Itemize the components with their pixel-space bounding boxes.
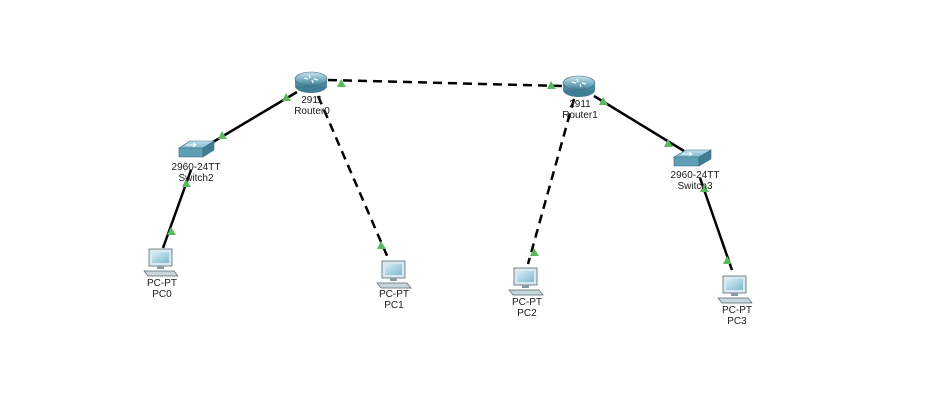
switch2-name: Switch2 <box>178 173 213 184</box>
switch3-model: 2960-24TT <box>671 170 720 181</box>
port-up-indicator <box>723 256 732 264</box>
pc3-model: PC-PT <box>722 305 752 316</box>
pc1-model: PC-PT <box>379 289 409 300</box>
router1[interactable]: 2911 Router1 <box>562 75 598 121</box>
link-router0-pc1[interactable] <box>316 95 390 259</box>
pc0-model: PC-PT <box>147 278 177 289</box>
router-icon <box>562 75 596 97</box>
switch3[interactable]: 2960-24TT Switch3 <box>671 149 720 192</box>
switch-icon <box>672 149 713 167</box>
port-up-indicator <box>599 97 608 105</box>
port-up-indicator <box>664 139 673 147</box>
router1-name: Router1 <box>562 110 598 121</box>
router1-model: 2911 <box>569 99 591 110</box>
port-up-indicator <box>377 241 386 249</box>
pc1[interactable]: PC-PT PC1 <box>376 260 412 311</box>
port-indicators <box>167 79 732 264</box>
port-up-indicator <box>337 79 346 87</box>
port-up-indicator <box>182 179 191 187</box>
pc0[interactable]: PC-PT PC0 <box>143 248 179 300</box>
router0-model: 2911 <box>301 95 323 106</box>
links-layer <box>161 78 734 271</box>
link-router1-pc2[interactable] <box>526 98 576 265</box>
link-router0-router1[interactable] <box>327 78 563 88</box>
switch-icon <box>177 140 216 158</box>
port-up-indicator <box>218 131 227 139</box>
pc2-name: PC2 <box>517 308 537 319</box>
pc1-name: PC1 <box>384 300 404 311</box>
pc-icon <box>508 267 544 296</box>
router0[interactable]: 2911 Router0 <box>294 71 330 117</box>
switch3-name: Switch3 <box>677 181 712 192</box>
port-up-indicator <box>282 93 291 101</box>
port-up-indicator <box>167 227 176 235</box>
pc3[interactable]: PC-PT PC3 <box>717 275 753 327</box>
switch2-model: 2960-24TT <box>172 162 221 173</box>
port-up-indicator <box>530 248 539 256</box>
pc0-name: PC0 <box>152 289 172 300</box>
pc-icon <box>717 275 753 304</box>
pc-icon <box>376 260 412 289</box>
pc-icon <box>143 248 179 277</box>
router0-name: Router0 <box>294 106 330 117</box>
switch2[interactable]: 2960-24TT Switch2 <box>172 140 221 184</box>
port-up-indicator <box>547 81 556 89</box>
link-switch3-pc3[interactable] <box>698 177 734 271</box>
pc2-model: PC-PT <box>512 297 542 308</box>
pc3-name: PC3 <box>727 316 747 327</box>
port-up-indicator <box>700 184 709 192</box>
pc2[interactable]: PC-PT PC2 <box>508 267 544 319</box>
router-icon <box>294 71 328 93</box>
